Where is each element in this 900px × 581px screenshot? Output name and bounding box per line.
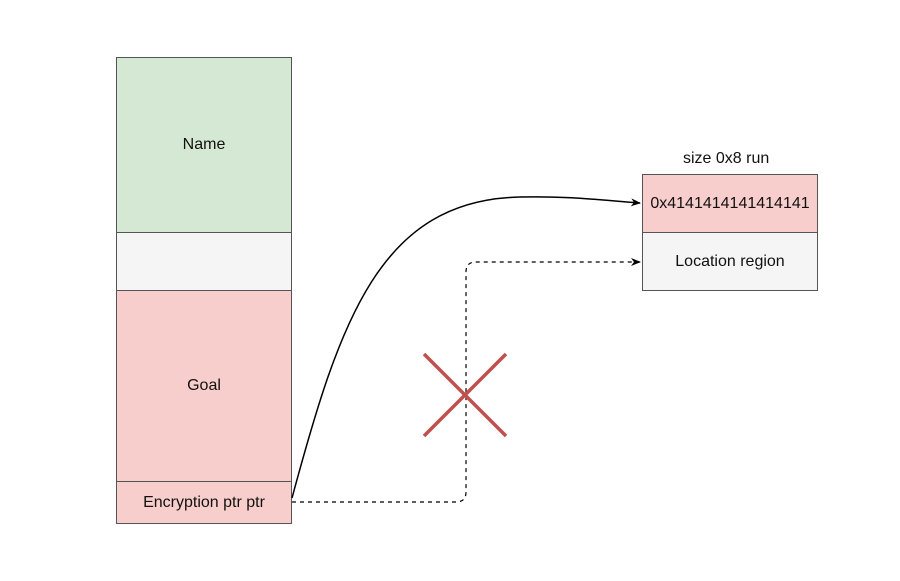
- pointer-arrow-dashed: [292, 258, 641, 503]
- goal-field-box: Goal: [116, 290, 292, 482]
- chunk-value-label: 0x4141414141414141: [650, 194, 810, 212]
- name-field-box: Name: [116, 57, 292, 233]
- encryption-ptr-label: Encryption ptr ptr: [143, 493, 265, 511]
- pointer-arrow-solid: [291, 196, 641, 499]
- name-field-label: Name: [182, 136, 226, 153]
- location-region-label: Location region: [675, 252, 785, 270]
- encryption-ptr-box: Encryption ptr ptr: [116, 481, 292, 524]
- chunk-value-box: 0x4141414141414141: [642, 174, 818, 233]
- location-region-box: Location region: [642, 232, 818, 291]
- chunk-title: size 0x8 run: [683, 150, 770, 167]
- cross-mark-icon: [422, 352, 508, 438]
- goal-field-label: Goal: [187, 377, 221, 394]
